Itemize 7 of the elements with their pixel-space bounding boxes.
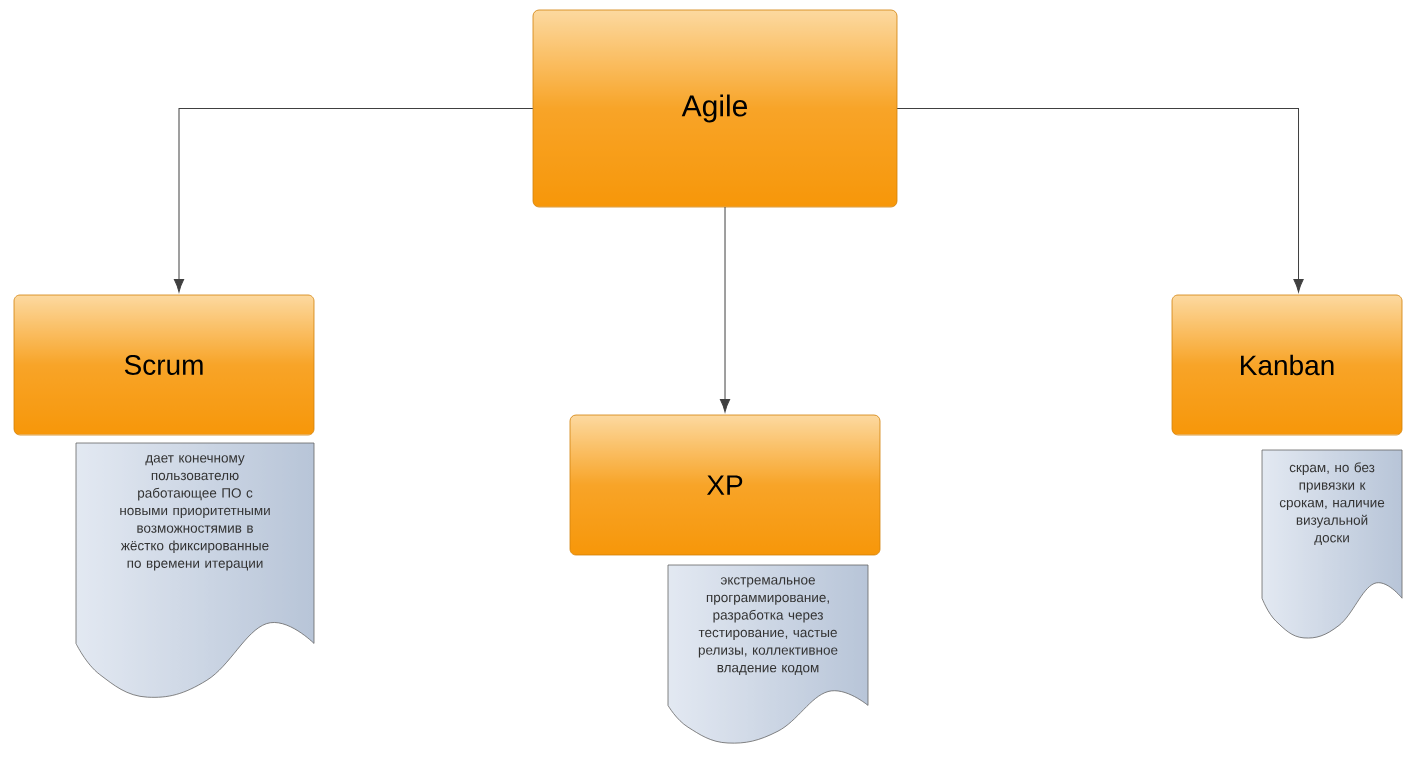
process-box: Agile bbox=[532, 9, 898, 208]
arrow bbox=[173, 108, 534, 293]
process-box: Kanban bbox=[1171, 294, 1403, 436]
process-box: XP bbox=[569, 414, 881, 556]
arrow bbox=[896, 108, 1304, 293]
process-box: Scrum bbox=[13, 294, 315, 436]
arrow bbox=[719, 206, 731, 413]
